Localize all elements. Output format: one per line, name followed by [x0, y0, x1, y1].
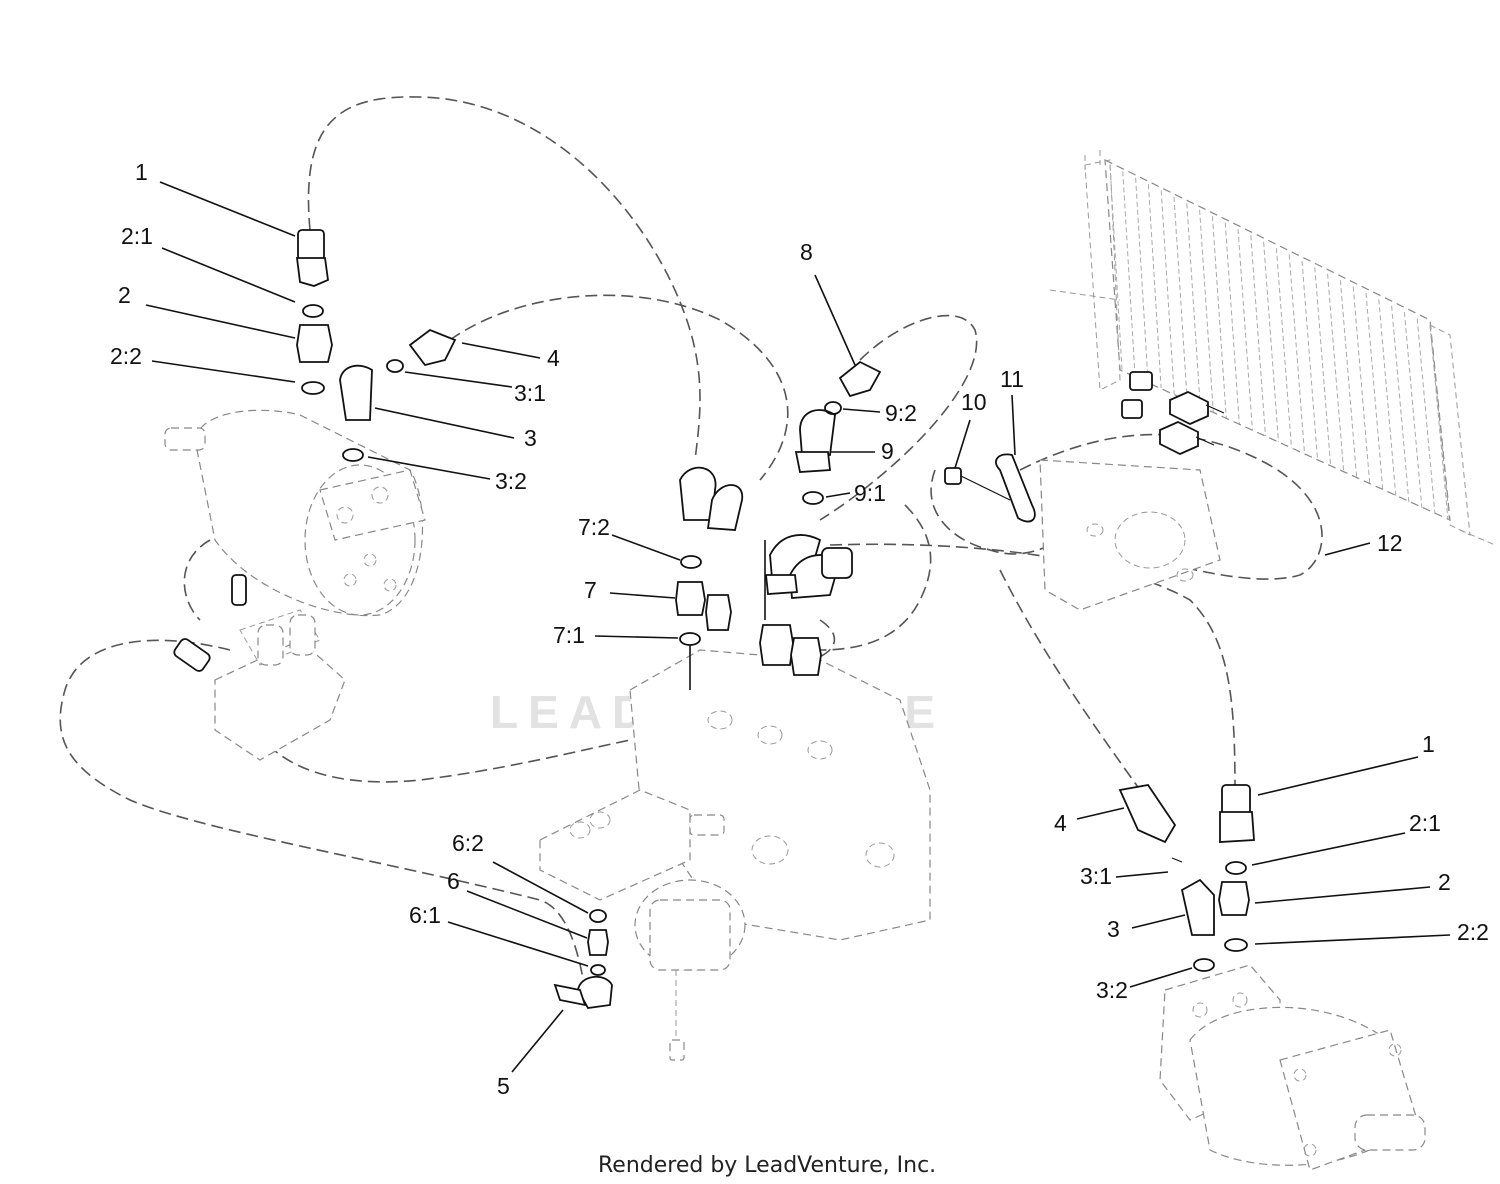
callout-8: 8	[800, 239, 813, 265]
callout-9: 9	[881, 438, 894, 464]
hydraulic-motor-right	[1159, 964, 1426, 1171]
cooler-fin	[1199, 209, 1214, 413]
cooler-fin	[1288, 254, 1306, 455]
central-pump-assembly	[539, 649, 931, 1061]
callout-3-2-bottom: 3:2	[1096, 977, 1128, 1003]
cooler-fin	[1173, 196, 1188, 401]
cooler-fin	[1250, 235, 1266, 437]
callout-3-2-top: 3:2	[495, 468, 527, 494]
cooler-fin	[1275, 248, 1293, 449]
callout-7-1: 7:1	[553, 622, 585, 648]
callout-12: 12	[1377, 530, 1403, 556]
callout-7: 7	[584, 577, 597, 603]
callout-1-top: 1	[135, 159, 148, 185]
mounting-bracket	[1039, 459, 1221, 611]
cooler-fin	[1147, 184, 1162, 389]
callout-3-top: 3	[524, 425, 537, 451]
cooler-fin	[1352, 286, 1371, 485]
callout-6-2: 6:2	[452, 830, 484, 856]
callout-6-1: 6:1	[409, 902, 441, 928]
callout-3-bottom: 3	[1107, 916, 1120, 942]
leader-lines	[145, 181, 1451, 1073]
cooler-fin	[1237, 228, 1253, 431]
callout-6: 6	[447, 868, 460, 894]
callout-9-1: 9:1	[854, 480, 886, 506]
cooler-fin	[1224, 222, 1240, 425]
callout-2-1-bottom: 2:1	[1409, 810, 1441, 836]
cooler-fin	[1327, 273, 1345, 473]
cooler-fin	[1391, 305, 1410, 503]
callout-3-1-bottom: 3:1	[1080, 863, 1112, 889]
callout-10: 10	[961, 389, 987, 415]
cooler-fin	[1416, 318, 1436, 515]
cooler-fin	[1301, 260, 1319, 461]
hose-routing-lines	[59, 96, 1323, 991]
cooler-fin	[1378, 299, 1397, 497]
callout-3-1-top: 3:1	[514, 380, 546, 406]
cooler-fin	[1109, 164, 1123, 371]
callout-4-top: 4	[547, 345, 560, 371]
callout-2-2-bottom: 2:2	[1457, 919, 1489, 945]
cooler-fin	[1135, 177, 1149, 383]
callout-2-bottom: 2	[1438, 869, 1451, 895]
cooler-fin	[1403, 312, 1423, 509]
cooler-fin	[1314, 267, 1332, 467]
footer-credit: Rendered by LeadVenture, Inc.	[598, 1153, 936, 1178]
callout-9-2: 9:2	[885, 400, 917, 426]
cooler-fin	[1211, 216, 1227, 419]
cooler-fin	[1160, 190, 1175, 395]
callout-1-bottom: 1	[1422, 731, 1435, 757]
callout-4-bottom: 4	[1054, 810, 1067, 836]
callout-5: 5	[497, 1073, 510, 1099]
callout-labels: 1 2:1 2 2:2 4 3:1 3 3:2 8 9:2 9 9:1 10 1…	[110, 159, 1489, 1099]
cooler-fin	[1122, 171, 1136, 377]
cooler-fin	[1263, 241, 1279, 443]
callout-2-top: 2	[118, 282, 131, 308]
cooler-fin	[1429, 324, 1449, 521]
cooler-fin	[1339, 280, 1358, 479]
callout-7-2: 7:2	[578, 514, 610, 540]
callout-11: 11	[1000, 366, 1024, 392]
oil-cooler	[1049, 150, 1496, 546]
cooler-fin	[1186, 203, 1201, 407]
valve-block-left	[173, 574, 346, 761]
hydraulic-motor-left	[164, 409, 426, 617]
cooler-fin	[1365, 292, 1384, 491]
callout-2-2-top: 2:2	[110, 343, 142, 369]
callout-2-1-top: 2:1	[121, 223, 153, 249]
fittings	[295, 229, 1255, 1009]
